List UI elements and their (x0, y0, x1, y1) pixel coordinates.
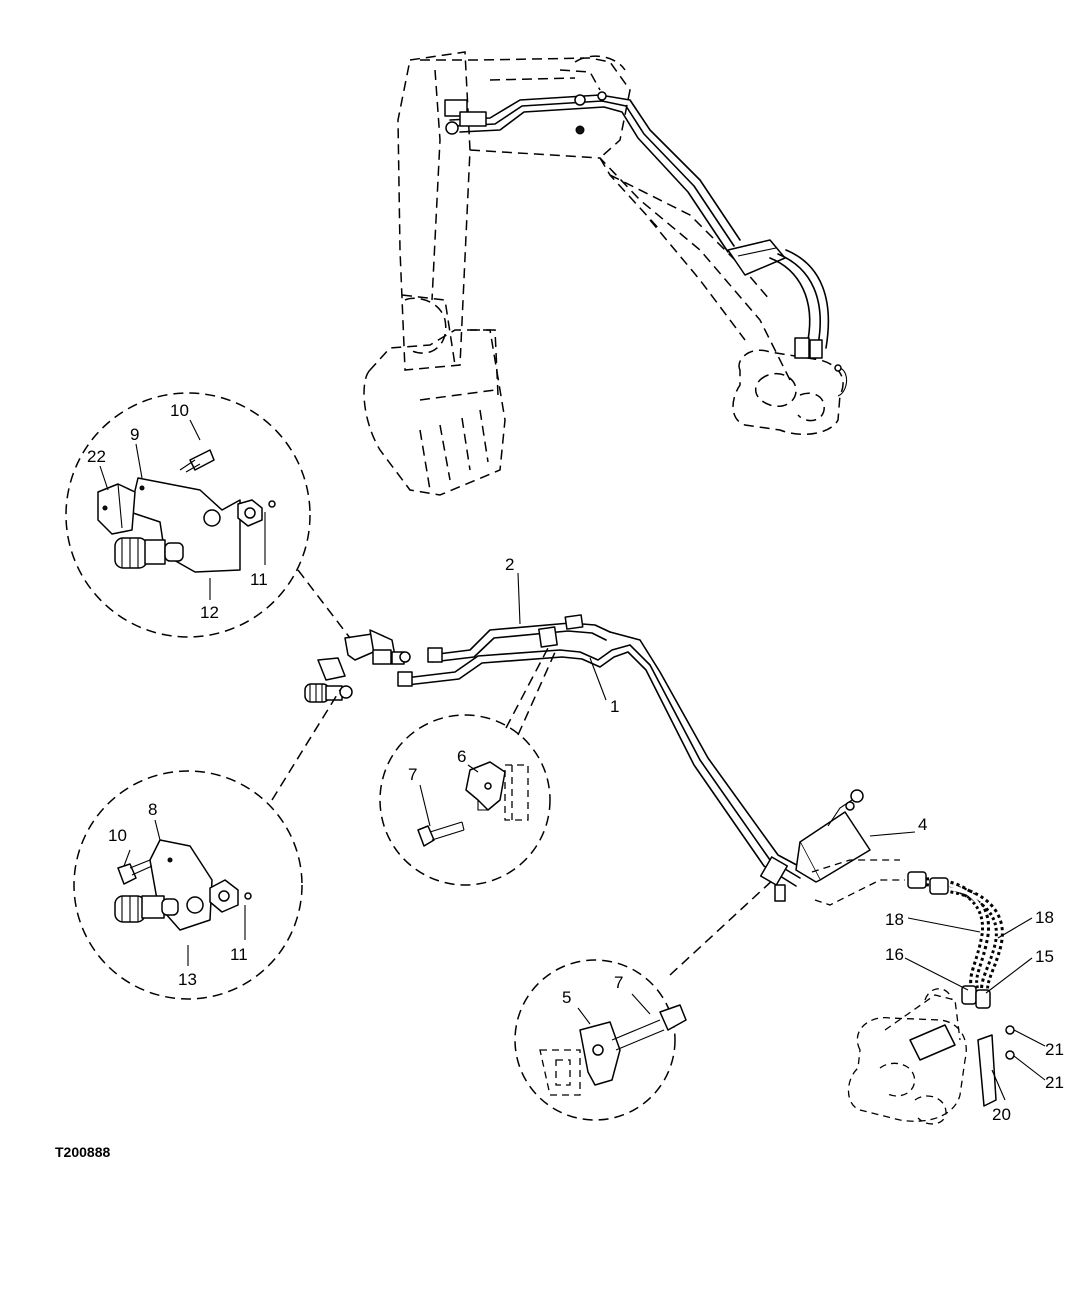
callout-11-upper: 11 (250, 570, 268, 589)
detail-connectors (271, 569, 776, 976)
callout-7-lower: 7 (614, 973, 623, 992)
callout-9: 9 (130, 425, 139, 444)
figure-id: T200888 (55, 1144, 110, 1160)
arm-hydraulic-lines (444, 91, 848, 397)
main-tube-assembly (304, 614, 905, 906)
callout-11-lower: 11 (230, 945, 248, 964)
callout-16: 16 (885, 945, 904, 964)
callout-13: 13 (178, 970, 197, 989)
callout-6: 6 (457, 747, 466, 766)
callout-21-bottom: 21 (1045, 1073, 1064, 1092)
callout-18-right: 18 (1035, 908, 1054, 927)
callout-21-top: 21 (1045, 1040, 1064, 1059)
callout-labels: 2 1 4 18 18 16 15 21 21 20 10 9 22 11 12… (87, 401, 1064, 1124)
detail-circle-13 (73, 770, 303, 1000)
callout-20: 20 (992, 1105, 1011, 1124)
callout-2: 2 (505, 555, 514, 574)
detail-circle-12 (65, 392, 311, 638)
callout-12: 12 (200, 603, 219, 622)
detail-circle-5 (514, 959, 687, 1121)
callout-15: 15 (1035, 947, 1054, 966)
callout-leaders (517, 572, 1046, 1101)
boom-base-mount (847, 988, 1015, 1125)
callout-4: 4 (918, 815, 927, 834)
callout-22: 22 (87, 447, 106, 466)
callout-5: 5 (562, 988, 571, 1007)
callout-10-lower: 10 (108, 826, 127, 845)
callout-7-upper: 7 (408, 765, 417, 784)
callout-1: 1 (610, 697, 619, 716)
detail-circle-6 (379, 714, 551, 886)
callout-8: 8 (148, 800, 157, 819)
callout-10-upper: 10 (170, 401, 189, 420)
hose-assembly (907, 871, 1004, 1009)
excavator-boom-arm-outline (363, 51, 844, 496)
callout-18-left: 18 (885, 910, 904, 929)
